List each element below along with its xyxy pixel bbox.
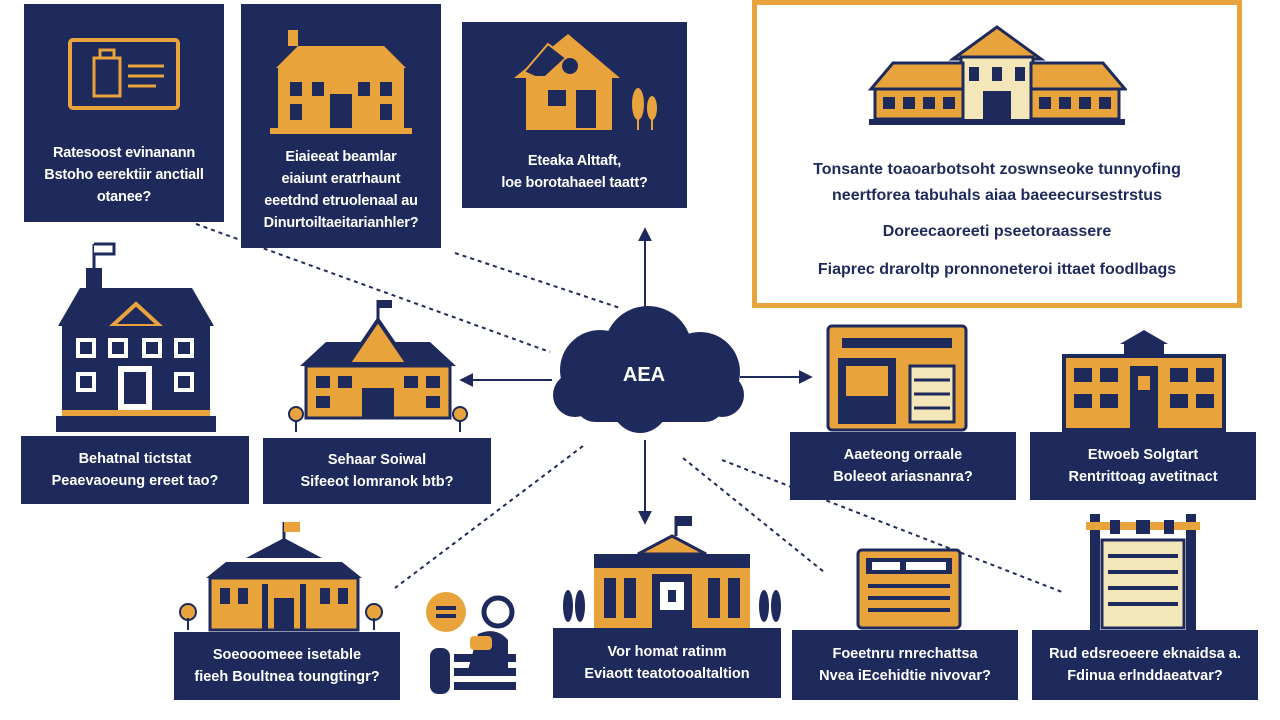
town-hall-icon [563,516,781,630]
schoolhouse-icon [288,300,468,432]
info-line: Doreecaoreeti pseetoraassere [882,223,1112,240]
info-box: Tonsante toaoarbotsoht zoswnseoke tunnyo… [752,0,1242,308]
house-with-flag-icon [56,242,216,432]
connector-c2 [454,252,621,309]
card-bookshelf-label: Rud edsreoeere eknaidsa a.Fdinua erlndda… [1032,630,1258,700]
document-tablet-icon [856,548,962,630]
storefront-icon [826,324,968,432]
school-building-icon [270,30,412,134]
school-campus-icon [867,25,1127,125]
connector-c1 [195,223,551,353]
hub-cloud [553,306,744,433]
laptop-icon [68,38,180,110]
connector-c10 [682,457,825,573]
card-text: Eteaka Alttaft,loe borotahaeel taatt? [501,153,648,191]
courthouse-icon [179,522,383,632]
info-line: Fiaprec draroltp pronnoneteroi ittaet fo… [817,261,1177,278]
info-line: neertforea tabuhals aiaa baeeecursestrst… [832,187,1162,204]
office-building-icon [1062,330,1226,432]
info-line: Tonsante toaoarbotsoht zoswnseoke tunnyo… [813,161,1181,178]
bookshelf-frame-icon [1086,514,1200,630]
hub-label: AEA [622,364,666,386]
person-reading-icon [426,592,516,694]
house-icon [514,34,657,130]
